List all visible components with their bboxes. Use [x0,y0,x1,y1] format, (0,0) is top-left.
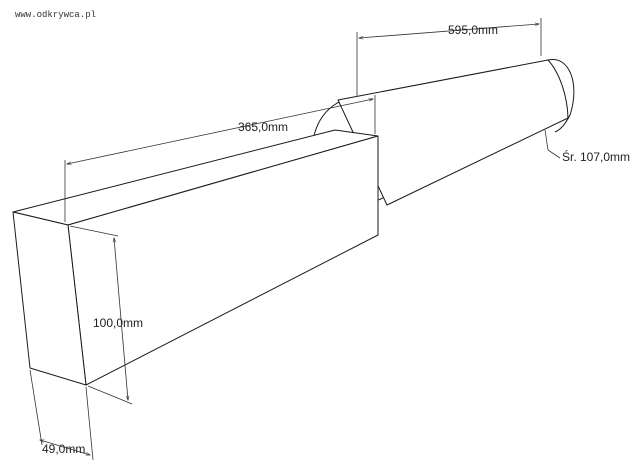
dimension-block-width: 49,0mm [29,369,94,461]
dimension-cylinder-length: 595,0mm [356,18,542,96]
dimension-block-width-label: 49,0mm [42,442,85,456]
cylinder-right-end [547,59,575,133]
dimension-cylinder-length-label: 595,0mm [448,23,498,37]
dimension-cylinder-diameter-label: Śr. 107,0mm [562,149,630,164]
dimension-block-height: 100,0mm [69,225,143,405]
dimension-block-height-label: 100,0mm [93,316,143,330]
dimension-cylinder-diameter: Śr. 107,0mm [544,129,630,164]
rectangular-block [12,129,379,386]
dimension-block-length: 365,0mm [64,95,376,222]
block-front-face [12,211,87,386]
watermark-text: www.odkrywca.pl [15,10,96,20]
dimension-block-length-label: 365,0mm [238,120,288,134]
